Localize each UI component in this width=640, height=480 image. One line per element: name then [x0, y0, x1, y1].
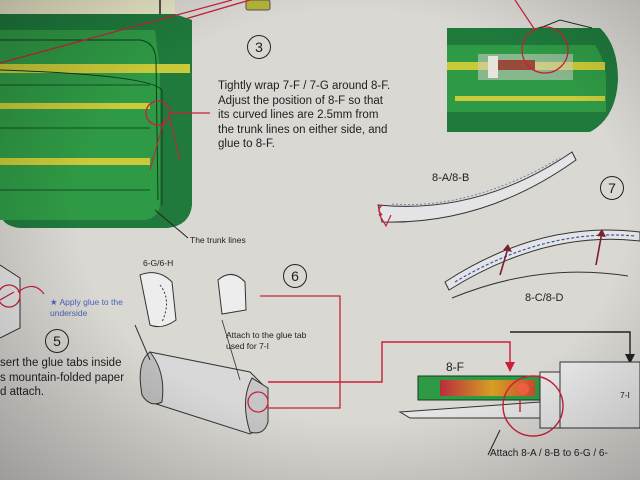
step7-strips [378, 152, 640, 298]
step-3-line-3: its curved lines are 2.5mm from [218, 108, 428, 123]
step-5-line-1: sert the glue tabs inside [0, 356, 124, 371]
step-3-line-5: glue to 8-F. [218, 137, 428, 152]
step5-art [0, 265, 44, 338]
part-label-7i: 7-I [620, 390, 630, 400]
part-label-6g-6h: 6-G/6-H [143, 258, 173, 268]
step-5-number: 5 [45, 329, 69, 353]
step-6-number: 6 [283, 264, 307, 288]
glue-note: ★ Apply glue to the underside [50, 297, 130, 319]
step6-art [135, 273, 340, 434]
part-label-8f: 8-F [446, 360, 464, 374]
step-3-line-2: Adjust the position of 8-F so that [218, 94, 428, 109]
step-7-number: 7 [600, 176, 624, 200]
step-3-number: 3 [247, 35, 271, 59]
step-6-note: Attach to the glue tab used for 7-I [226, 330, 306, 352]
step-3-instruction: Tightly wrap 7-F / 7-G around 8-F. Adjus… [218, 79, 428, 152]
glue-note-text: Apply glue to the underside [50, 297, 123, 318]
assembly-8f-art [400, 362, 640, 455]
step-3-line-1: Tightly wrap 7-F / 7-G around 8-F. [218, 79, 428, 94]
part-label-8a-8b: 8-A/8-B [432, 172, 469, 184]
step-6-note-line-2: used for 7-I [226, 341, 306, 352]
step-5-line-2: s mountain-folded paper [0, 371, 124, 386]
part-label-8c-8d: 8-C/8-D [525, 292, 564, 304]
step-6-note-line-1: Attach to the glue tab [226, 330, 306, 341]
assembly-caption: Attach 8-A / 8-B to 6-G / 6- [490, 448, 608, 459]
step-3-line-4: the trunk lines on either side, and [218, 123, 428, 138]
trunk-lines-label: The trunk lines [190, 235, 246, 245]
step-5-instruction: sert the glue tabs inside s mountain-fol… [0, 356, 124, 400]
green-cab-panel [0, 0, 232, 238]
green-part-top-right [447, 0, 618, 132]
step-5-line-3: d attach. [0, 385, 124, 400]
